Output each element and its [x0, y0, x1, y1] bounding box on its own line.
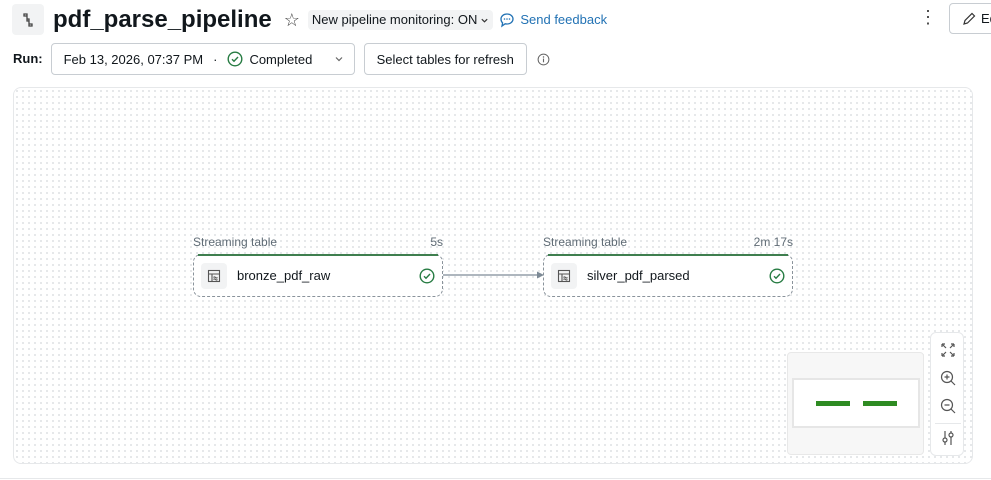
graph-node[interactable]: Streaming table 2m 17s silver_pdf_parsed — [543, 235, 793, 297]
info-icon[interactable] — [537, 53, 550, 66]
zoom-in-icon[interactable] — [939, 369, 957, 387]
node-name: bronze_pdf_raw — [237, 268, 331, 283]
monitoring-label: New pipeline monitoring: ON — [311, 12, 478, 27]
chevron-down-icon — [335, 57, 343, 62]
node-duration: 5s — [430, 235, 443, 249]
check-circle-icon — [419, 267, 435, 284]
send-feedback-link[interactable]: Send feedback — [499, 11, 607, 29]
edge-arrow — [443, 271, 544, 279]
graph-controls — [930, 332, 964, 456]
run-status: Completed — [249, 51, 313, 67]
kebab-menu-icon[interactable]: ⋮ — [919, 7, 937, 27]
node-type: Streaming table — [543, 235, 628, 249]
check-circle-icon — [227, 51, 243, 67]
settings-sliders-icon[interactable] — [939, 429, 957, 447]
monitoring-toggle[interactable]: New pipeline monitoring: ON — [307, 10, 494, 30]
run-label: Run: — [13, 51, 43, 66]
run-bar: Run: Feb 13, 2026, 07:37 PM · Completed … — [13, 43, 550, 75]
select-tables-button[interactable]: Select tables for refresh — [363, 43, 527, 75]
minimap-node — [816, 401, 850, 406]
header-row: pdf_parse_pipeline ☆ New pipeline monito… — [53, 4, 607, 36]
star-icon[interactable]: ☆ — [283, 10, 300, 30]
separator: · — [213, 51, 218, 67]
pipeline-icon — [12, 4, 44, 35]
send-feedback-label: Send feedback — [520, 12, 608, 27]
minimap[interactable] — [787, 352, 924, 455]
run-selector[interactable]: Feb 13, 2026, 07:37 PM · Completed — [50, 43, 355, 75]
check-circle-icon — [769, 267, 785, 284]
edit-button[interactable]: Edit — [949, 3, 991, 34]
node-name: silver_pdf_parsed — [587, 268, 690, 283]
minimap-viewport[interactable] — [792, 378, 920, 428]
page-title: pdf_parse_pipeline — [53, 6, 272, 33]
streaming-table-icon — [551, 262, 577, 289]
graph-node[interactable]: Streaming table 5s bronze_pdf_raw — [193, 235, 443, 297]
chat-bubble-icon — [500, 13, 514, 28]
pencil-icon — [963, 12, 976, 25]
edit-label: Edit — [981, 11, 991, 26]
node-type: Streaming table — [193, 235, 278, 249]
node-progress-line — [548, 254, 788, 256]
node-duration: 2m 17s — [753, 235, 793, 249]
divider — [935, 423, 961, 424]
fit-view-icon[interactable] — [939, 341, 957, 359]
run-date: Feb 13, 2026, 07:37 PM — [63, 51, 204, 67]
zoom-out-icon[interactable] — [939, 397, 957, 415]
divider — [0, 478, 991, 479]
chevron-down-icon — [481, 18, 488, 23]
streaming-table-icon — [201, 262, 227, 289]
minimap-node — [863, 401, 897, 406]
node-progress-line — [198, 254, 438, 256]
